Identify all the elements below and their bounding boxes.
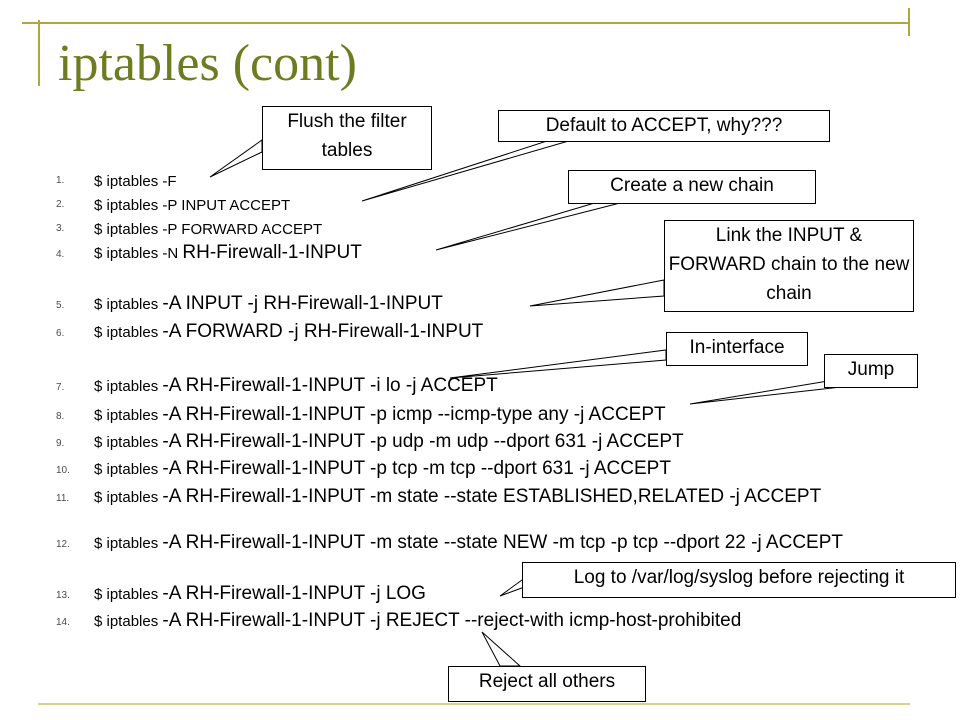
command-text: $ iptables -A RH-Firewall-1-INPUT -j REJ… xyxy=(94,610,742,631)
command-text: $ iptables -A RH-Firewall-1-INPUT -p icm… xyxy=(94,404,666,425)
item-number: 3. xyxy=(56,223,65,234)
item-number: 11. xyxy=(56,493,70,504)
command-text: $ iptables -P INPUT ACCEPT xyxy=(94,197,291,214)
accent-line-top xyxy=(22,22,910,24)
item-number: 12. xyxy=(56,539,70,550)
callout-log: Log to /var/log/syslog before rejecting … xyxy=(522,562,956,598)
item-number: 10. xyxy=(56,465,70,476)
command-text: $ iptables -A RH-Firewall-1-INPUT -m sta… xyxy=(94,486,822,507)
item-number: 5. xyxy=(56,300,65,311)
command-text: $ iptables -A FORWARD -j RH-Firewall-1-I… xyxy=(94,321,484,342)
item-number: 4. xyxy=(56,249,65,260)
accent-line-vertical xyxy=(38,20,40,86)
command-text: $ iptables -A RH-Firewall-1-INPUT -j LOG xyxy=(94,583,426,604)
callout-link-chain: Link the INPUT & FORWARD chain to the ne… xyxy=(664,220,914,312)
accent-line-bottom xyxy=(38,703,910,705)
item-number: 8. xyxy=(56,411,65,422)
item-number: 7. xyxy=(56,382,65,393)
command-text: $ iptables -A RH-Firewall-1-INPUT -p udp… xyxy=(94,431,684,452)
callout-default-accept: Default to ACCEPT, why??? xyxy=(498,110,830,142)
item-number: 13. xyxy=(56,590,70,601)
command-text: $ iptables -N RH-Firewall-1-INPUT xyxy=(94,242,362,263)
item-number: 1. xyxy=(56,175,65,186)
command-text: $ iptables -F xyxy=(94,173,177,190)
item-number: 14. xyxy=(56,617,70,628)
command-text: $ iptables -P FORWARD ACCEPT xyxy=(94,221,323,238)
callout-in-interface: In-interface xyxy=(666,332,808,366)
item-number: 9. xyxy=(56,438,65,449)
callout-reject: Reject all others xyxy=(448,666,646,702)
slide-title: iptables (cont) xyxy=(58,35,357,92)
callout-jump: Jump xyxy=(824,354,918,388)
command-text: $ iptables -A RH-Firewall-1-INPUT -m sta… xyxy=(94,532,843,553)
accent-line-right xyxy=(908,8,910,36)
callout-new-chain: Create a new chain xyxy=(568,170,816,204)
item-number: 6. xyxy=(56,328,65,339)
command-text: $ iptables -A RH-Firewall-1-INPUT -i lo … xyxy=(94,375,498,396)
command-text: $ iptables -A RH-Firewall-1-INPUT -p tcp… xyxy=(94,458,671,479)
item-number: 2. xyxy=(56,199,65,210)
command-text: $ iptables -A INPUT -j RH-Firewall-1-INP… xyxy=(94,293,443,314)
callout-flush: Flush the filter tables xyxy=(262,106,432,170)
